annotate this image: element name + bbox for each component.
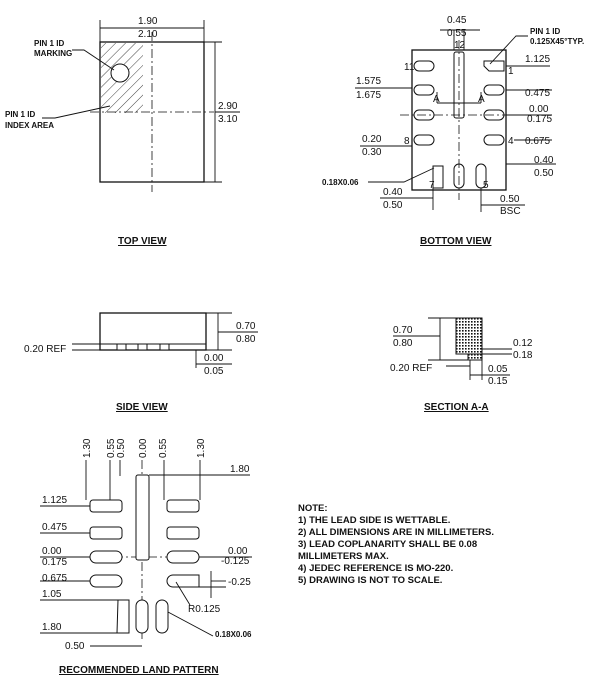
- lp-top-130a: 1.30: [82, 438, 93, 458]
- lp-right-m025: -0.25: [228, 577, 251, 588]
- side-s-min: 0.00: [204, 353, 224, 364]
- bottom-view-title: BOTTOM VIEW: [420, 236, 492, 247]
- section-ref: 0.20 REF: [390, 363, 432, 374]
- bottom-050r: 0.50: [534, 168, 554, 179]
- lp-left-1125: 1.125: [42, 495, 67, 506]
- lp-left-0175: 0.175: [42, 557, 67, 568]
- pin-11: 11: [404, 62, 415, 73]
- lp-left-0475: 0.475: [42, 522, 67, 533]
- bottom-0675: 0.675: [525, 136, 550, 147]
- section-aa: 0.70 0.80 0.12 0.18 0.20 REF 0.05 0.15 S…: [390, 317, 533, 413]
- note-2: 2) ALL DIMENSIONS ARE IN MILLIMETERS.: [298, 527, 494, 538]
- section-b-max: 0.15: [488, 376, 508, 387]
- lp-right-000: 0.00: [228, 546, 248, 557]
- side-view-title: SIDE VIEW: [116, 402, 168, 413]
- bottom-1575: 1.575: [356, 76, 381, 87]
- bottom-1125: 1.125: [525, 54, 550, 65]
- lp-top-050: 0.50: [116, 438, 127, 458]
- pin-5: 5: [483, 180, 489, 191]
- lp-left-000: 0.00: [42, 546, 62, 557]
- section-a-min: 0.12: [513, 338, 533, 349]
- lp-right-m0125: -0.125: [221, 556, 250, 567]
- pin-12: 12: [454, 40, 466, 51]
- note-1: 1) THE LEAD SIDE IS WETTABLE.: [298, 515, 451, 526]
- bottom-0175: 0.175: [527, 114, 552, 125]
- bottom-view: A A 0.45 0.55 PIN 1 ID 0.125X45°TYP. 12 …: [322, 15, 584, 247]
- top-width-max: 2.10: [138, 29, 158, 40]
- lp-top-000: 0.00: [138, 438, 149, 458]
- bottom-000: 0.00: [529, 104, 549, 115]
- notes-heading: NOTE:: [298, 503, 328, 514]
- pin-7: 7: [429, 180, 435, 191]
- bottom-chamfer: 0.18X0.06: [322, 178, 359, 187]
- top-view-title: TOP VIEW: [118, 236, 167, 247]
- lp-top-055b: 0.55: [158, 438, 169, 458]
- bottom-pitch-note: BSC: [500, 206, 521, 217]
- section-a-left: A: [433, 94, 440, 105]
- lp-bottom-050: 0.50: [65, 641, 85, 652]
- lp-left-180: 1.80: [42, 622, 62, 633]
- section-b-min: 0.05: [488, 364, 508, 375]
- side-view-body: [99, 312, 207, 351]
- side-h-min: 0.70: [236, 321, 256, 332]
- lp-top-055a: 0.55: [106, 438, 117, 458]
- bottom-pitch: 0.50: [500, 194, 520, 205]
- lp-left-0675: 0.675: [42, 573, 67, 584]
- section-a-max: 0.18: [513, 350, 533, 361]
- top-view: 1.90 2.10 2.90 3.10 PIN 1 ID MARKING PIN…: [5, 16, 240, 247]
- pin-1: 1: [508, 66, 514, 77]
- lp-chamfer: 0.18X0.06: [215, 630, 252, 639]
- lp-left-105: 1.05: [42, 589, 62, 600]
- bottom-padw-min: 0.45: [447, 15, 467, 26]
- section-h-max: 0.80: [393, 338, 413, 349]
- bottom-pin1-label-2: 0.125X45°TYP.: [530, 37, 584, 46]
- pin1-marking-label-1: PIN 1 ID: [34, 39, 64, 48]
- note-3-cont: MILLIMETERS MAX.: [298, 551, 389, 562]
- pin-8: 8: [404, 136, 410, 147]
- bottom-050: 0.50: [383, 200, 403, 211]
- lp-top-130b: 1.30: [196, 438, 207, 458]
- side-ref: 0.20 REF: [24, 344, 66, 355]
- section-h-min: 0.70: [393, 325, 413, 336]
- bottom-040r: 0.40: [534, 155, 554, 166]
- side-view: 0.70 0.80 0.20 REF 0.00 0.05 SIDE VIEW: [24, 312, 258, 413]
- bottom-1675: 1.675: [356, 90, 381, 101]
- land-pattern-title: RECOMMENDED LAND PATTERN: [59, 665, 219, 676]
- lp-r0125: R0.125: [188, 604, 221, 615]
- bottom-040: 0.40: [383, 187, 403, 198]
- note-4: 4) JEDEC REFERENCE IS MO-220.: [298, 563, 454, 574]
- bottom-padw-max: 0.55: [447, 28, 467, 39]
- notes-block: NOTE: 1) THE LEAD SIDE IS WETTABLE. 2) A…: [298, 503, 598, 587]
- bottom-pin1-label-1: PIN 1 ID: [530, 27, 560, 36]
- side-s-max: 0.05: [204, 366, 224, 377]
- side-h-max: 0.80: [236, 334, 256, 345]
- top-length-min: 2.90: [218, 101, 238, 112]
- lp-right-180: 1.80: [230, 464, 250, 475]
- pin1-index-label-2: INDEX AREA: [5, 121, 54, 130]
- top-width-min: 1.90: [138, 16, 158, 27]
- bottom-0475: 0.475: [525, 88, 550, 99]
- pin1-marking-label-2: MARKING: [34, 49, 72, 58]
- bottom-020: 0.20: [362, 134, 382, 145]
- pin-4: 4: [508, 136, 514, 147]
- bottom-030: 0.30: [362, 147, 382, 158]
- land-pattern: 1.30 0.55 0.50 0.00 0.55 1.30 1.80: [40, 438, 252, 676]
- section-a-right: A: [478, 94, 485, 105]
- note-3: 3) LEAD COPLANARITY SHALL BE 0.08: [298, 539, 478, 550]
- top-length-max: 3.10: [218, 114, 238, 125]
- pin1-index-label-1: PIN 1 ID: [5, 110, 35, 119]
- section-aa-title: SECTION A-A: [424, 402, 489, 413]
- note-5: 5) DRAWING IS NOT TO SCALE.: [298, 575, 443, 586]
- pin1-marking-dot: [110, 63, 130, 83]
